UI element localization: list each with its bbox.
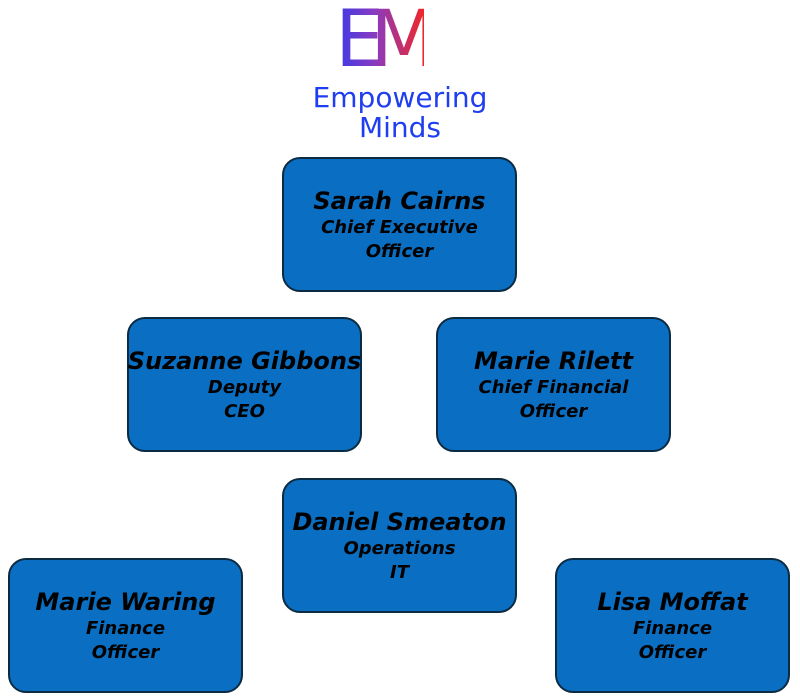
person-name: Daniel Smeaton xyxy=(292,507,507,536)
logo-text-line1: Empowering xyxy=(312,81,488,114)
person-name: Marie Waring xyxy=(35,587,216,616)
org-node-operations: Daniel Smeaton Operations IT xyxy=(282,478,517,613)
org-node-deputy-ceo: Suzanne Gibbons Deputy CEO xyxy=(127,317,362,452)
person-role: Finance xyxy=(632,617,713,639)
person-name: Sarah Cairns xyxy=(313,186,486,215)
person-role: Deputy xyxy=(207,376,282,398)
org-node-finance-officer-1: Marie Waring Finance Officer xyxy=(8,558,243,693)
person-role: Officer xyxy=(365,240,434,262)
logo-monogram: EM xyxy=(335,0,438,85)
person-role: Operations xyxy=(343,537,456,559)
person-role: Officer xyxy=(519,400,588,422)
person-role: Chief Executive xyxy=(321,216,478,238)
logo-text-line2: Minds xyxy=(358,111,442,144)
company-logo: EM Empowering Minds xyxy=(300,0,500,145)
org-node-finance-officer-2: Lisa Moffat Finance Officer xyxy=(555,558,790,693)
person-role: CEO xyxy=(224,400,265,422)
org-node-cfo: Marie Rilett Chief Financial Officer xyxy=(436,317,671,452)
person-role: Finance xyxy=(85,617,166,639)
person-name: Marie Rilett xyxy=(474,346,633,375)
person-role: Officer xyxy=(91,641,160,663)
person-name: Lisa Moffat xyxy=(597,587,748,616)
person-role: Chief Financial xyxy=(478,376,629,398)
person-role: Officer xyxy=(638,641,707,663)
org-node-ceo: Sarah Cairns Chief Executive Officer xyxy=(282,157,517,292)
person-role: IT xyxy=(390,561,409,583)
person-name: Suzanne Gibbons xyxy=(127,346,362,375)
